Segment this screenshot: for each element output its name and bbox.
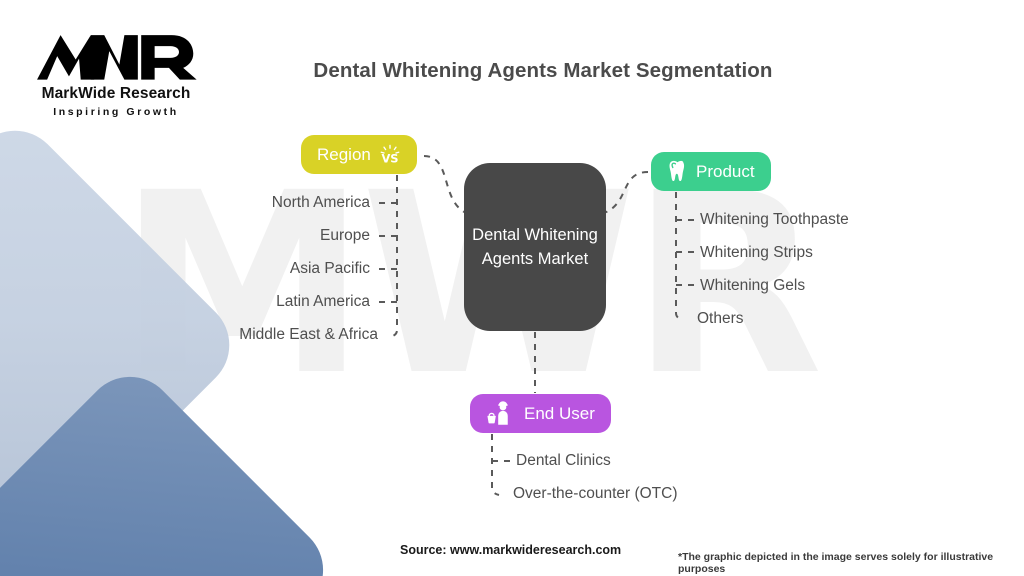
leaf-region-2: Asia Pacific xyxy=(289,260,370,277)
leaf-product-0: Whitening Toothpaste xyxy=(700,211,849,228)
branch-label-enduser: End User xyxy=(524,403,595,423)
leaf-region-0: North America xyxy=(271,194,370,211)
wire-enduser-spine xyxy=(491,434,500,496)
leaf-product-1: Whitening Strips xyxy=(700,244,813,261)
tooth-icon xyxy=(667,160,688,183)
wire-center-to-product xyxy=(603,171,649,214)
branch-badge-enduser[interactable]: End User xyxy=(470,394,611,433)
leaf-product-2: Whitening Gels xyxy=(700,277,806,294)
branch-badge-region[interactable]: Region VS xyxy=(301,135,417,174)
leaf-enduser-1: Over-the-counter (OTC) xyxy=(513,485,678,502)
branch-badge-product[interactable]: Product xyxy=(651,152,771,191)
leaf-region-4: Middle East & Africa xyxy=(239,326,378,343)
leaf-region-3: Latin America xyxy=(276,293,370,310)
svg-text:VS: VS xyxy=(381,151,398,165)
branch-label-product: Product xyxy=(696,161,755,181)
sparkle-tooth-icon: VS xyxy=(379,144,401,166)
disclaimer-note: *The graphic depicted in the image serve… xyxy=(678,551,994,575)
logo-company-name: MarkWide Research xyxy=(41,85,191,102)
center-node-label: Dental Whitening Agents Market xyxy=(472,226,598,268)
brand-logo: MarkWide Research Inspiring Growth xyxy=(26,30,206,118)
wire-center-to-region xyxy=(423,155,467,214)
leaf-product-3: Others xyxy=(697,310,744,327)
logo-mark-icon xyxy=(32,30,200,84)
wire-region-spine xyxy=(389,175,398,338)
branch-label-region: Region xyxy=(317,144,371,164)
logo-tagline: Inspiring Growth xyxy=(53,106,179,118)
page-title: Dental Whitening Agents Market Segmentat… xyxy=(313,59,773,82)
leaf-region-1: Europe xyxy=(320,227,370,244)
source-credit: Source: www.markwideresearch.com xyxy=(400,543,622,557)
wire-product-spine xyxy=(675,192,684,321)
leaf-enduser-0: Dental Clinics xyxy=(516,452,611,469)
person-basket-icon xyxy=(486,401,516,426)
center-node: Dental Whitening Agents Market xyxy=(464,163,606,331)
